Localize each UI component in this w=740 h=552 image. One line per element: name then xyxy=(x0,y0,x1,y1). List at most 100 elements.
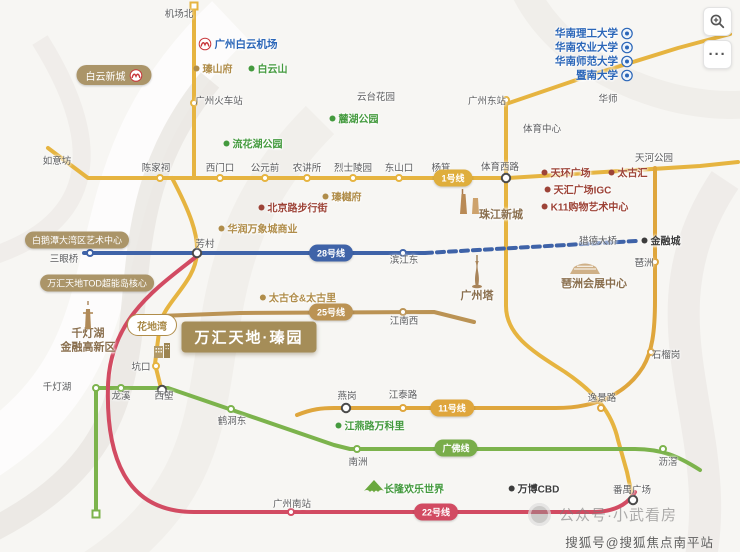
station-marker xyxy=(227,405,235,413)
station-label: 广州东站 xyxy=(467,96,507,107)
station-label: 西塱 xyxy=(154,391,174,402)
poi-bullet-dot xyxy=(335,422,342,428)
station-label: 番禺广场 xyxy=(612,485,652,496)
line-badge: 25号线 xyxy=(308,303,354,321)
station-label: 芳村 xyxy=(195,239,215,250)
station-marker xyxy=(399,308,407,316)
poi-label: 暨南大学 xyxy=(576,68,633,83)
line-badge: 11号线 xyxy=(430,399,474,417)
station-marker xyxy=(152,362,160,370)
poi-bullet-dot xyxy=(193,65,200,71)
station-marker xyxy=(303,174,311,182)
expo-center-icon xyxy=(568,258,602,276)
area-pill: 白云新城 xyxy=(76,65,152,85)
interchange-station-marker xyxy=(191,247,203,259)
poi-bullet-dot xyxy=(259,294,266,300)
station-marker xyxy=(86,249,94,257)
poi-label: 长隆欢乐世界 xyxy=(384,484,444,496)
area-pill: 白鹅潭大湾区艺术中心 xyxy=(24,231,130,249)
ellipsis-icon: ··· xyxy=(708,46,727,63)
zoom-in-button[interactable] xyxy=(703,7,732,36)
station-marker xyxy=(92,384,100,392)
station-label: 东山口 xyxy=(384,163,414,174)
poi-label: 华南理工大学 xyxy=(555,26,633,41)
metro-line-line11 xyxy=(295,166,657,417)
station-label: 云台花园 xyxy=(356,92,396,103)
station-marker xyxy=(156,174,164,182)
metro-line-line28-ext xyxy=(423,239,638,255)
station-label: 燕岗 xyxy=(337,391,357,402)
station-label: 西门口 xyxy=(205,163,235,174)
poi-label: 白云山 xyxy=(248,61,288,76)
poi-bullet-dot xyxy=(322,193,329,199)
line-badge: 22号线 xyxy=(413,503,459,521)
poi-label: 瑧樾府 xyxy=(322,189,362,204)
brand-logo-icon xyxy=(528,503,551,526)
poi-label: 千灯湖 金融高新区 xyxy=(60,327,116,353)
station-marker xyxy=(651,258,659,266)
line-badge: 广佛线 xyxy=(434,439,478,457)
station-label: 三眼桥 xyxy=(49,254,79,265)
station-label: 南洲 xyxy=(348,457,368,468)
station-label: 坑口 xyxy=(131,362,151,373)
station-marker xyxy=(399,249,407,257)
poi-bullet-dot xyxy=(223,140,230,146)
poi-label: 琶洲会展中心 xyxy=(561,278,627,291)
poi-label: 广州塔 xyxy=(460,290,494,303)
station-marker xyxy=(502,96,510,104)
station-marker xyxy=(353,445,361,453)
station-label: 如意坊 xyxy=(42,156,72,167)
line-badge: 1号线 xyxy=(433,169,473,187)
more-options-button[interactable]: ··· xyxy=(703,40,732,69)
station-label: 龙溪 xyxy=(111,391,131,402)
area-pill: 万汇天地TOD超能岛核心 xyxy=(40,274,154,292)
station-label: 琶洲 xyxy=(634,258,654,269)
poi-label: 瑧山府 xyxy=(193,61,233,76)
poi-bullet-dot xyxy=(541,203,548,209)
metro-line-line3-south xyxy=(504,96,635,502)
poi-label: 华润万象城商业 xyxy=(218,221,298,236)
interchange-station-marker xyxy=(156,384,168,396)
line-terminal-marker xyxy=(189,1,199,11)
station-label: 陈家祠 xyxy=(141,163,171,174)
metro-line-line-guangfo xyxy=(94,386,702,518)
canton-tower-icon xyxy=(470,255,484,289)
poi-bullet-dot xyxy=(544,186,551,192)
station-label: 机场北 xyxy=(164,9,194,20)
poi-label: 天环广场 xyxy=(541,165,591,180)
station-label: 天河公园 xyxy=(634,153,674,164)
station-marker xyxy=(117,384,125,392)
poi-bullet-dot xyxy=(248,65,255,71)
station-marker xyxy=(287,508,295,516)
station-marker xyxy=(216,174,224,182)
station-marker xyxy=(399,404,407,412)
poi-label: K11购物艺术中心 xyxy=(541,199,628,214)
station-marker xyxy=(261,174,269,182)
poi-bullet-dot xyxy=(258,204,265,210)
project-building-icon xyxy=(153,342,171,358)
station-label: 千灯湖 xyxy=(42,382,72,393)
station-label: 江泰路 xyxy=(388,390,418,401)
magnifier-plus-icon xyxy=(710,14,725,29)
station-label: 猎德大桥 xyxy=(578,236,618,247)
area-pill: 花地湾 xyxy=(127,314,177,336)
poi-label: 北京路步行街 xyxy=(258,200,328,215)
poi-label: 珠江新城 xyxy=(479,209,523,222)
station-label: 广州南站 xyxy=(272,499,312,510)
poi-bullet-dot xyxy=(508,485,515,491)
metro-line-line22 xyxy=(105,254,637,514)
poi-label: 麓湖公园 xyxy=(329,111,379,126)
metro-line-line1-main xyxy=(46,146,510,180)
interchange-station-marker xyxy=(340,402,352,414)
watermark-brand-text: 公众号·小武看房 xyxy=(559,507,677,524)
station-label: 滨江东 xyxy=(389,255,419,266)
station-label: 农讲所 xyxy=(292,163,322,174)
station-marker xyxy=(190,99,198,107)
station-label: 体育中心 xyxy=(522,124,562,135)
station-marker xyxy=(659,445,667,453)
line-badge: 28号线 xyxy=(308,244,354,262)
station-label: 烈士陵园 xyxy=(333,163,373,174)
